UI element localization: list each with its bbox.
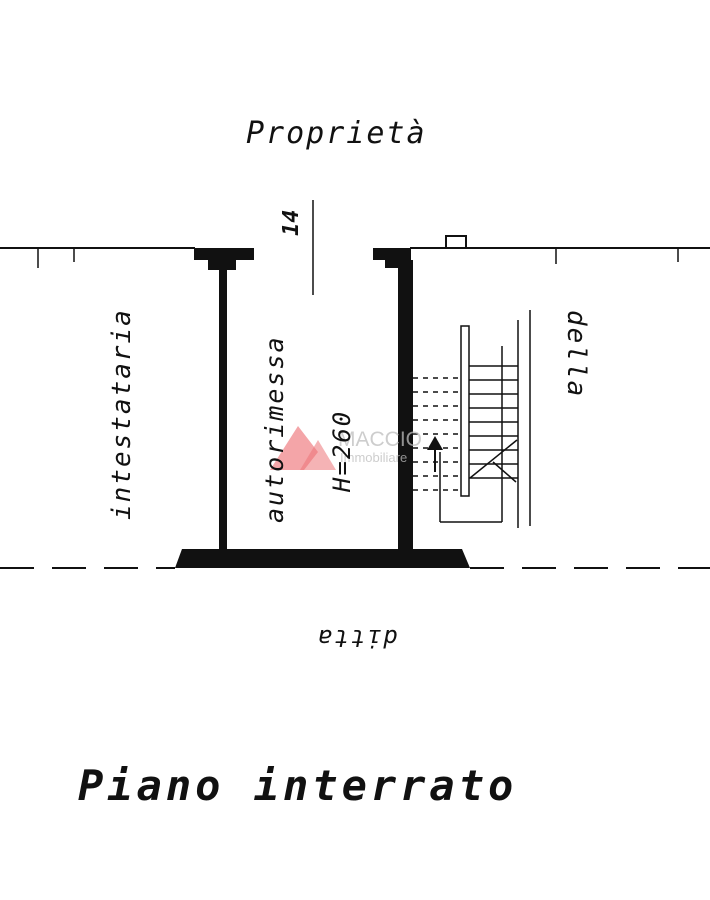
watermark-brand: MACCIO — [338, 428, 422, 451]
watermark-roof-icon — [270, 426, 318, 470]
top-boundary-line — [0, 235, 710, 268]
label-ditta: ditta — [316, 624, 398, 652]
label-number-14: 14 — [279, 210, 304, 237]
label-height: H=260 — [328, 410, 356, 493]
staircase — [413, 310, 531, 528]
label-proprieta: Proprietà — [246, 116, 427, 151]
stair-arrow-icon — [427, 436, 443, 472]
garage-walls — [175, 248, 470, 568]
label-piano-interrato: Piano interrato — [78, 761, 517, 810]
watermark-subtitle: Immobiliare — [340, 450, 407, 465]
label-intestataria: intestataria — [107, 308, 137, 520]
watermark-logo: MACCIO Immobiliare — [270, 426, 422, 470]
label-della: della — [561, 310, 591, 398]
label-autorimessa: autorimessa — [260, 335, 289, 523]
